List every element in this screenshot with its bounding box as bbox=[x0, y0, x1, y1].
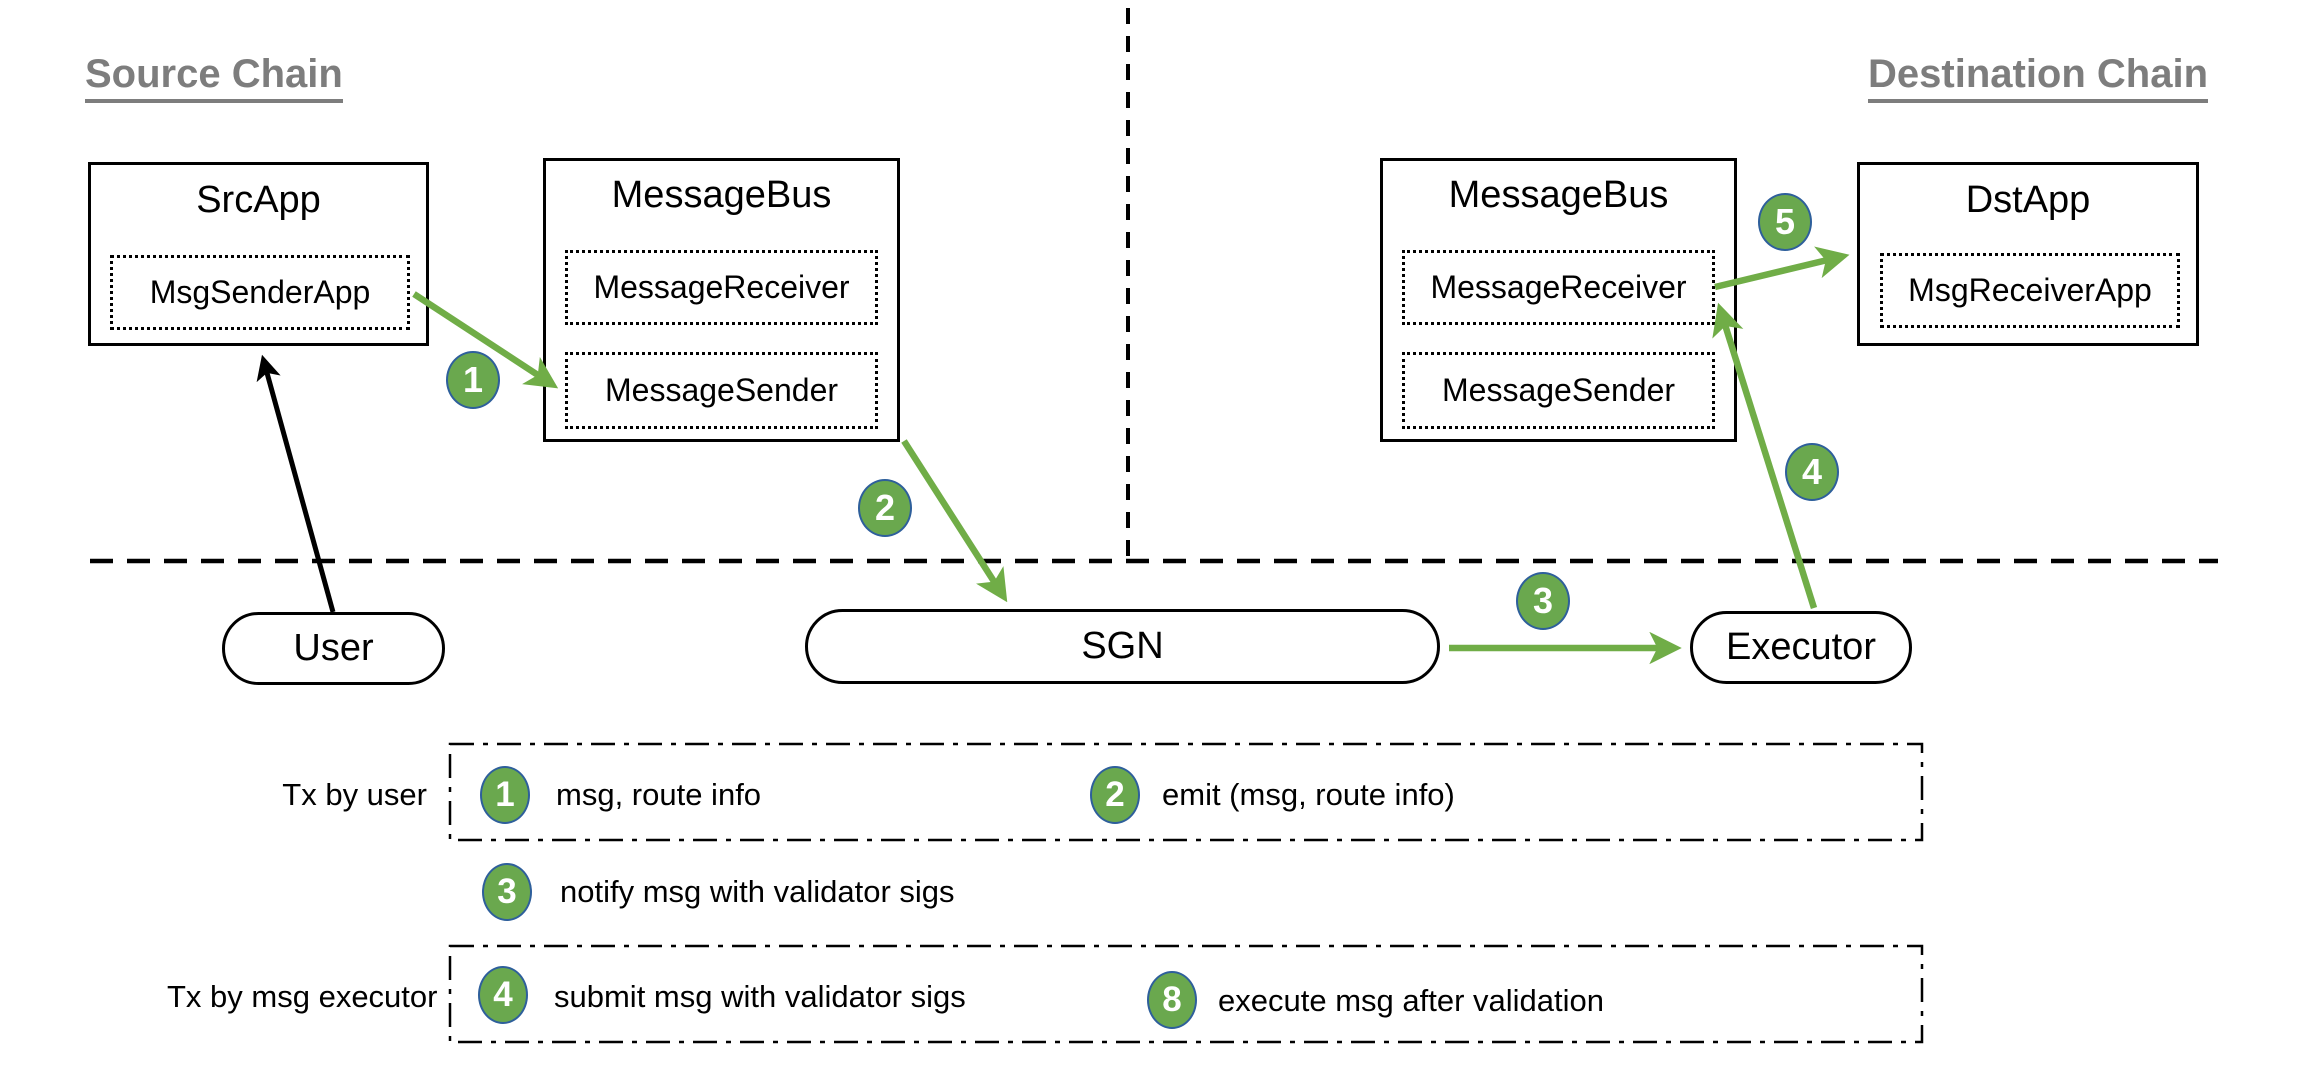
message-sender-source-box: MessageSender bbox=[565, 352, 878, 429]
legend-badge-4: 4 bbox=[478, 966, 528, 1024]
step2-arrow-messagesender-to-sgn bbox=[901, 439, 1008, 603]
legend-badge-3: 3 bbox=[482, 863, 532, 921]
src-app-box: SrcApp MsgSenderApp bbox=[88, 162, 429, 346]
step-badge-4: 4 bbox=[1785, 443, 1839, 501]
message-bus-destination-title: MessageBus bbox=[1448, 174, 1669, 216]
user-to-srcapp-arrow bbox=[256, 354, 336, 613]
legend-item-4-text: submit msg with validator sigs bbox=[554, 979, 966, 1014]
legend-row-label-tx-by-user: Tx by user bbox=[282, 777, 427, 812]
legend-item-8-text: execute msg after validation bbox=[1218, 983, 1604, 1018]
sgn-pill: SGN bbox=[805, 609, 1440, 684]
legend-item-1-text: msg, route info bbox=[556, 777, 762, 812]
step-badge-3: 3 bbox=[1516, 572, 1570, 630]
msg-sender-app-box: MsgSenderApp bbox=[110, 255, 410, 330]
message-receiver-destination-box: MessageReceiver bbox=[1402, 250, 1715, 325]
message-sender-destination-box: MessageSender bbox=[1402, 352, 1715, 429]
legend-row-label-tx-by-msg-executor: Tx by msg executor bbox=[167, 979, 438, 1014]
src-app-title: SrcApp bbox=[196, 179, 321, 221]
legend-badge-1: 1 bbox=[480, 766, 530, 824]
step-badge-2: 2 bbox=[858, 479, 912, 537]
legend-item-2-text: emit (msg, route info) bbox=[1162, 777, 1455, 812]
dst-app-title: DstApp bbox=[1965, 179, 2091, 221]
dst-app-box: DstApp MsgReceiverApp bbox=[1857, 162, 2199, 346]
legend-item-3-text: notify msg with validator sigs bbox=[560, 874, 955, 909]
legend-badge-2: 2 bbox=[1090, 766, 1140, 824]
step-badge-5: 5 bbox=[1758, 193, 1812, 251]
msg-receiver-app-box: MsgReceiverApp bbox=[1880, 253, 2180, 328]
message-bus-destination-box: MessageBus MessageReceiver MessageSender bbox=[1380, 158, 1737, 442]
user-pill: User bbox=[222, 612, 445, 685]
legend-badge-8: 8 bbox=[1147, 971, 1197, 1029]
executor-pill: Executor bbox=[1690, 611, 1912, 684]
message-bus-source-title: MessageBus bbox=[611, 174, 832, 216]
destination-chain-heading: Destination Chain bbox=[1868, 52, 2209, 103]
message-bus-source-box: MessageBus MessageReceiver MessageSender bbox=[543, 158, 900, 442]
step-badge-1: 1 bbox=[446, 351, 500, 409]
source-chain-heading: Source Chain bbox=[85, 52, 343, 103]
message-receiver-source-box: MessageReceiver bbox=[565, 250, 878, 325]
